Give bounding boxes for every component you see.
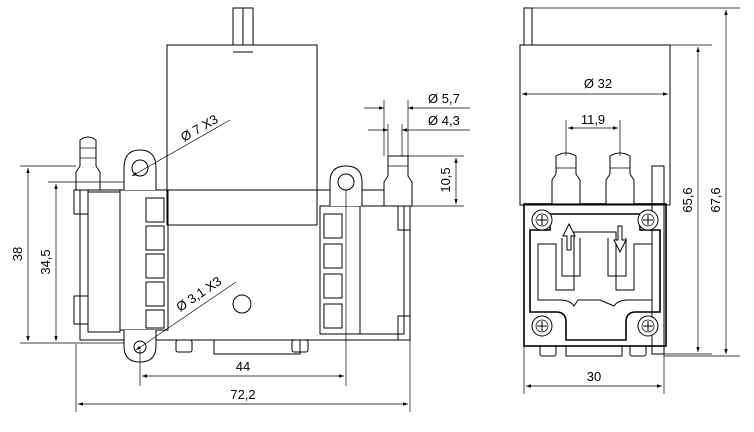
label-hole-small: Ø 3,1 X3 — [173, 273, 224, 314]
dim-34-5: 34,5 — [38, 249, 53, 274]
screw-top-right — [637, 209, 659, 231]
terminal-pin-left — [232, 7, 244, 46]
label-port-inner: Ø 4,3 — [428, 113, 460, 128]
dim-30: 30 — [587, 369, 601, 384]
port-side-right — [605, 152, 635, 205]
channel-inner — [537, 231, 653, 307]
dim-72-2: 72,2 — [230, 387, 255, 402]
dim-10-5: 10,5 — [438, 167, 453, 192]
label-hole-large: Ø 7 X3 — [178, 111, 221, 144]
terminal-side — [523, 7, 533, 46]
channel-outer — [529, 213, 661, 341]
flow-arrow-up — [562, 222, 576, 251]
port-right — [383, 155, 413, 207]
terminal-pin-right — [242, 7, 254, 46]
label-port-outer: Ø 5,7 — [428, 91, 460, 106]
dim-65-6: 65,6 — [680, 187, 695, 212]
left-view: 38 34,5 44 72,2 Ø 7 X3 Ø 3,1 X3 Ø 5,7 Ø … — [10, 7, 470, 412]
right-view: Ø 32 11,9 30 65,6 67,6 — [519, 7, 740, 394]
port-left — [75, 136, 101, 191]
body-hole — [232, 294, 252, 314]
dim-38: 38 — [10, 247, 25, 261]
flow-arrow-down — [613, 225, 627, 254]
dim-67-6: 67,6 — [708, 187, 723, 212]
dim-11-9: 11,9 — [581, 112, 605, 127]
coil-side — [519, 44, 671, 206]
screw-bottom-left — [531, 315, 553, 337]
port-side-left — [551, 152, 581, 205]
screw-top-left — [531, 209, 553, 231]
dim-44: 44 — [236, 359, 250, 374]
screw-bottom-right — [637, 315, 659, 337]
dim-diameter-32: Ø 32 — [584, 76, 612, 91]
mount-hole-top-right — [337, 173, 355, 191]
mount-hole-top-left — [131, 159, 149, 177]
